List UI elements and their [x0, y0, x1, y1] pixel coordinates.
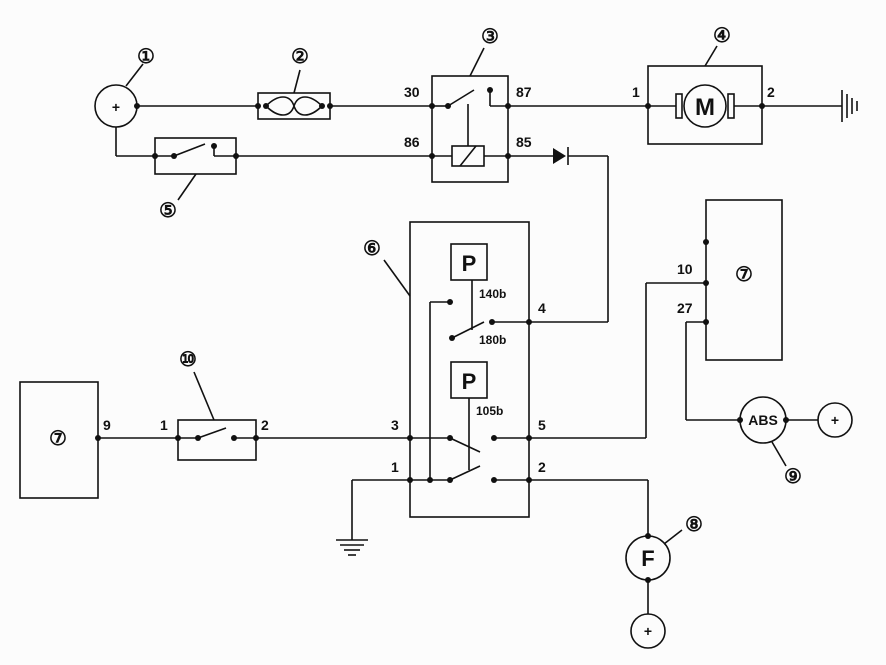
- block-pin-4: 4: [538, 300, 546, 316]
- switch-10: [175, 419, 259, 461]
- ground-symbol-bottom: [336, 539, 368, 556]
- fuse: [255, 92, 333, 120]
- control-unit-left: [19, 381, 101, 499]
- motor-symbol: M: [695, 94, 715, 121]
- relay-pin-86: 86: [404, 134, 420, 150]
- relay: [429, 75, 511, 183]
- fuel-sender: F: [625, 533, 671, 583]
- callout-2: ②: [291, 46, 309, 68]
- switch-5: [152, 137, 239, 175]
- callout-7-right: ⑦: [735, 264, 753, 286]
- callout-3: ③: [481, 26, 499, 48]
- battery-plus-symbol: +: [112, 99, 120, 115]
- block-pin-5: 5: [538, 417, 546, 433]
- ground-symbol-top: [841, 90, 858, 122]
- motor-pin-2: 2: [767, 84, 775, 100]
- pressure-switch-p-bottom: P: [462, 369, 477, 394]
- callout-10: ⑩: [179, 349, 197, 371]
- ecu-left-pin-9: 9: [103, 417, 111, 433]
- abs-plus-symbol: +: [831, 412, 839, 428]
- callout-leader-9: [771, 441, 787, 467]
- callout-leader-8: [663, 529, 683, 545]
- pressure-switch-block: P P: [407, 221, 532, 518]
- callout-leader-6: [383, 259, 411, 297]
- switch10-pin-2: 2: [261, 417, 269, 433]
- motor: M: [645, 65, 765, 145]
- pressure-label-140b: 140b: [479, 287, 506, 301]
- callout-4: ④: [713, 25, 731, 47]
- block-pin-3: 3: [391, 417, 399, 433]
- pressure-label-180b: 180b: [479, 333, 506, 347]
- relay-pin-85: 85: [516, 134, 532, 150]
- callout-leader-10: [193, 371, 215, 421]
- pressure-label-105b: 105b: [476, 404, 503, 418]
- abs-plus-terminal: +: [817, 402, 853, 438]
- pressure-switch-p-top: P: [462, 251, 477, 276]
- ecu-pin-27: 27: [677, 300, 693, 316]
- fuel-plus-terminal: +: [630, 613, 666, 649]
- diode: [553, 147, 569, 165]
- abs-unit: ABS: [737, 396, 789, 444]
- fuel-sender-symbol: F: [641, 546, 654, 571]
- callout-leader-2: [293, 69, 301, 94]
- abs-label: ABS: [748, 412, 778, 428]
- motor-pin-1: 1: [632, 84, 640, 100]
- relay-pin-87: 87: [516, 84, 532, 100]
- callout-leader-3: [469, 47, 485, 77]
- callout-leader-4: [704, 45, 718, 67]
- battery: +: [94, 84, 140, 128]
- callout-7-left: ⑦: [49, 428, 67, 450]
- block-pin-2: 2: [538, 459, 546, 475]
- callout-5: ⑤: [159, 200, 177, 222]
- callout-leader-1: [125, 63, 144, 87]
- relay-pin-30: 30: [404, 84, 420, 100]
- callout-9: ⑨: [784, 466, 802, 488]
- switch10-pin-1: 1: [160, 417, 168, 433]
- callout-8: ⑧: [685, 514, 703, 536]
- callout-leader-5: [177, 173, 197, 201]
- callout-6: ⑥: [363, 238, 381, 260]
- ecu-pin-10: 10: [677, 261, 693, 277]
- control-unit-right: [703, 199, 783, 361]
- fuel-plus-symbol: +: [644, 623, 652, 639]
- block-pin-1: 1: [391, 459, 399, 475]
- callout-1: ①: [137, 46, 155, 68]
